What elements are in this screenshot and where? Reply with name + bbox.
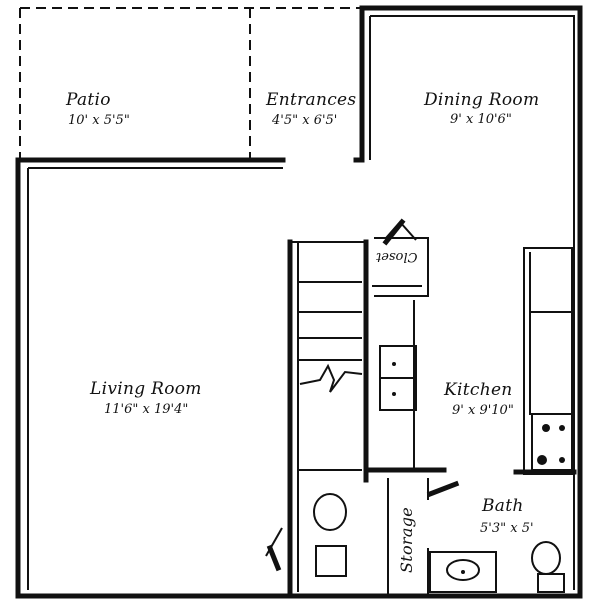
patio-outline — [19, 7, 360, 158]
kitchen-label: Kitchen — [444, 380, 513, 400]
kitchen-counter — [513, 247, 577, 475]
dining-room-label: Dining Room — [424, 90, 540, 110]
storage-label: Storage — [397, 506, 417, 574]
kitchen-sink — [365, 300, 447, 473]
living-room-label: Living Room — [90, 379, 202, 399]
closet — [372, 218, 429, 297]
bath-dims: 5'3" x 5' — [480, 521, 534, 536]
kitchen-dims: 9' x 9'10" — [452, 403, 514, 418]
closet-label: Closet — [376, 249, 418, 264]
entrances-dims: 4'5" x 6'5' — [272, 113, 338, 128]
storage-bath — [387, 478, 565, 596]
dining-room-dims: 9' x 10'6" — [450, 112, 512, 127]
stairs — [287, 239, 369, 595]
living-room-dims: 11'6" x 19'4" — [104, 402, 189, 417]
exterior-walls — [15, 5, 583, 599]
patio-label: Patio — [66, 90, 111, 110]
patio-dims: 10' x 5'5" — [68, 113, 130, 128]
appliances — [265, 493, 347, 577]
bath-label: Bath — [482, 496, 524, 516]
entrances-label: Entrances — [266, 90, 357, 110]
